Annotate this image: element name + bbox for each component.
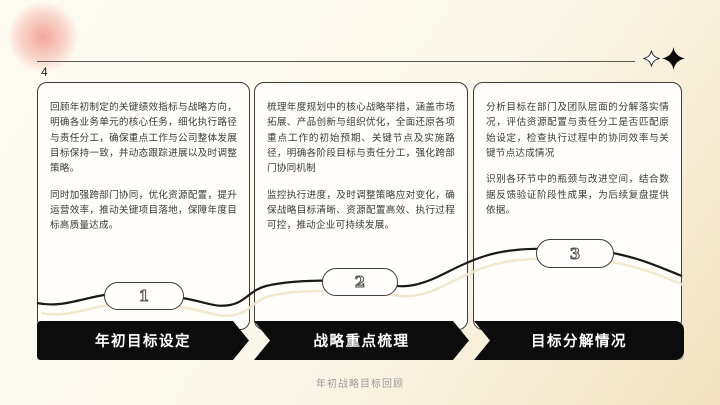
step-number: 2 <box>354 273 366 292</box>
step-number: 1 <box>138 287 150 306</box>
sparkle-outline-icon <box>643 50 660 67</box>
step-marker-3: 3 <box>536 239 614 268</box>
card-goal-breakdown: 分析目标在部门及团队层面的分解落实情况，评估资源配置与责任分工是否匹配原始设定，… <box>473 82 682 330</box>
page-number: 4 <box>41 65 48 79</box>
banner-strategic-focus: 战略重点梳理 <box>254 321 469 360</box>
step-marker-2: 2 <box>322 268 398 296</box>
slide-footer-caption: 年初战略目标回顾 <box>316 379 404 390</box>
header-divider-line <box>37 61 635 62</box>
banner-annual-goal-setting: 年初目标设定 <box>37 321 249 360</box>
banner-title: 年初目标设定 <box>95 334 191 350</box>
banner-title: 战略重点梳理 <box>313 334 410 350</box>
card-paragraph: 梳理年度规划中的核心战略举措，涵盖市场拓展、产品创新与组织优化，全面还原各项重点… <box>267 102 455 175</box>
sparkle-filled-icon <box>662 47 685 70</box>
card-paragraph: 同时加强跨部门协同，优化资源配置，提升运营效率，推动关键项目落地，保障年度目标高… <box>50 189 237 232</box>
sparkle-decor <box>643 47 685 70</box>
card-paragraph: 识别各环节中的瓶颈与改进空间，结合数据反馈验证阶段性成果，为后续复盘提供依据。 <box>486 174 669 217</box>
card-paragraph: 回顾年初制定的关键绩效指标与战略方向，明确各业务单元的核心任务，细化执行路径与责… <box>50 102 237 175</box>
card-paragraph: 分析目标在部门及团队层面的分解落实情况，评估资源配置与责任分工是否匹配原始设定，… <box>486 102 669 160</box>
card-paragraph: 监控执行进度，及时调整策略应对变化，确保战略目标清晰、资源配置高效、执行过程可控… <box>267 189 455 232</box>
step-number: 3 <box>569 244 581 263</box>
banner-title: 目标分解情况 <box>531 334 627 350</box>
banner-goal-breakdown: 目标分解情况 <box>474 321 684 360</box>
pink-glow-decor <box>8 2 78 72</box>
step-marker-1: 1 <box>104 282 184 310</box>
